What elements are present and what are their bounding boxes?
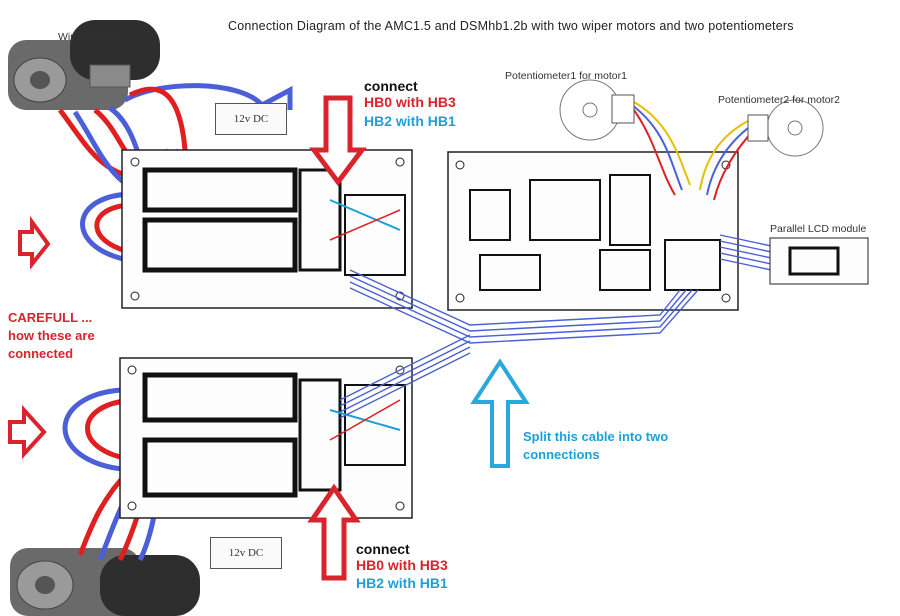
careful-line1: CAREFULL ... [8,310,93,325]
connect-top-title: connect [364,78,418,94]
careful-line2: how these are [8,328,95,343]
arrow-right-top [18,215,51,270]
potentiometer1 [559,79,635,141]
psu-bottom: 12v DC [210,537,282,569]
lcd-module [769,237,869,285]
split-line1: Split this cable into two [523,429,669,444]
lcd-label: Parallel LCD module [770,223,867,235]
connect-top-line1: HB0 with HB3 [364,94,456,110]
psu-top: 12v DC [215,103,287,135]
connect-bottom-line2: HB2 with HB1 [356,575,448,591]
connect-bottom-title: connect [356,541,410,557]
arrow-up-split [470,358,530,468]
controller-board [447,151,739,311]
wiper-motor-bottom [10,548,200,616]
ribbon-cable [339,234,791,419]
pot1-label: Potentiometer1 for motor1 [505,70,627,82]
hbridge-board-bottom [119,357,413,519]
diagram-title: Connection Diagram of the AMC1.5 and DSM… [228,19,794,33]
wiper-motor-label: Wiper motor2 [58,31,122,43]
careful-line3: connected [8,346,74,361]
split-line2: connections [523,447,600,462]
arrow-right-bottom [8,404,47,460]
arrow-up-bottom [307,483,361,581]
connect-top-line2: HB2 with HB1 [364,113,456,129]
connect-bottom-line1: HB0 with HB3 [356,557,448,573]
arrow-down-top [309,95,367,187]
potentiometer2 [747,99,824,157]
pot2-label: Potentiometer2 for motor2 [718,94,840,106]
wiper-motor-top [8,20,160,110]
